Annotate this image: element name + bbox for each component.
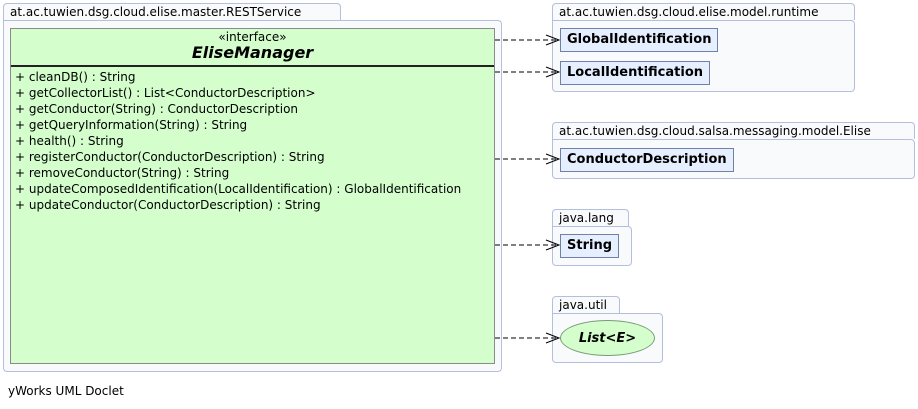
method-item: + getCollectorList() : List<ConductorDes… <box>15 86 316 100</box>
method-item: + getConductor(String) : ConductorDescri… <box>15 102 299 116</box>
dependency-local-identification <box>495 66 561 78</box>
package-label-salsa-model: at.ac.tuwien.dsg.cloud.salsa.messaging.m… <box>552 122 915 139</box>
method-list: + cleanDB() : String + getCollectorList(… <box>15 69 494 213</box>
package-label-model-runtime: at.ac.tuwien.dsg.cloud.elise.model.runti… <box>552 3 855 20</box>
dependency-conductor-description <box>495 153 561 165</box>
method-item: + cleanDB() : String <box>15 70 136 84</box>
class-list[interactable]: List<E> <box>560 320 655 356</box>
method-item: + getQueryInformation(String) : String <box>15 118 248 132</box>
method-item: + registerConductor(ConductorDescription… <box>15 150 325 164</box>
interface-name: EliseManager <box>191 43 314 62</box>
dependency-string <box>495 239 561 251</box>
package-label-rest-service: at.ac.tuwien.dsg.cloud.elise.master.REST… <box>3 3 341 20</box>
footer-label: yWorks UML Doclet <box>8 384 124 398</box>
dependency-list <box>495 332 561 344</box>
class-string[interactable]: String <box>560 234 620 258</box>
method-item: + removeConductor(String) : String <box>15 166 230 180</box>
package-label-java-util: java.util <box>552 296 620 313</box>
method-item: + updateConductor(ConductorDescription) … <box>15 198 321 212</box>
method-item: + updateComposedIdentification(LocalIden… <box>15 182 462 196</box>
class-global-identification[interactable]: GlobalIdentification <box>560 28 719 52</box>
interface-stereotype: «interface» <box>218 30 287 44</box>
class-local-identification[interactable]: LocalIdentification <box>560 61 711 85</box>
package-label-java-lang: java.lang <box>552 209 629 226</box>
method-item: + health() : String <box>15 134 124 148</box>
class-conductor-description[interactable]: ConductorDescription <box>560 148 734 172</box>
interface-separator <box>11 65 494 67</box>
dependency-global-identification <box>495 34 561 46</box>
interface-elise-manager[interactable]: «interface» EliseManager + cleanDB() : S… <box>10 28 495 364</box>
